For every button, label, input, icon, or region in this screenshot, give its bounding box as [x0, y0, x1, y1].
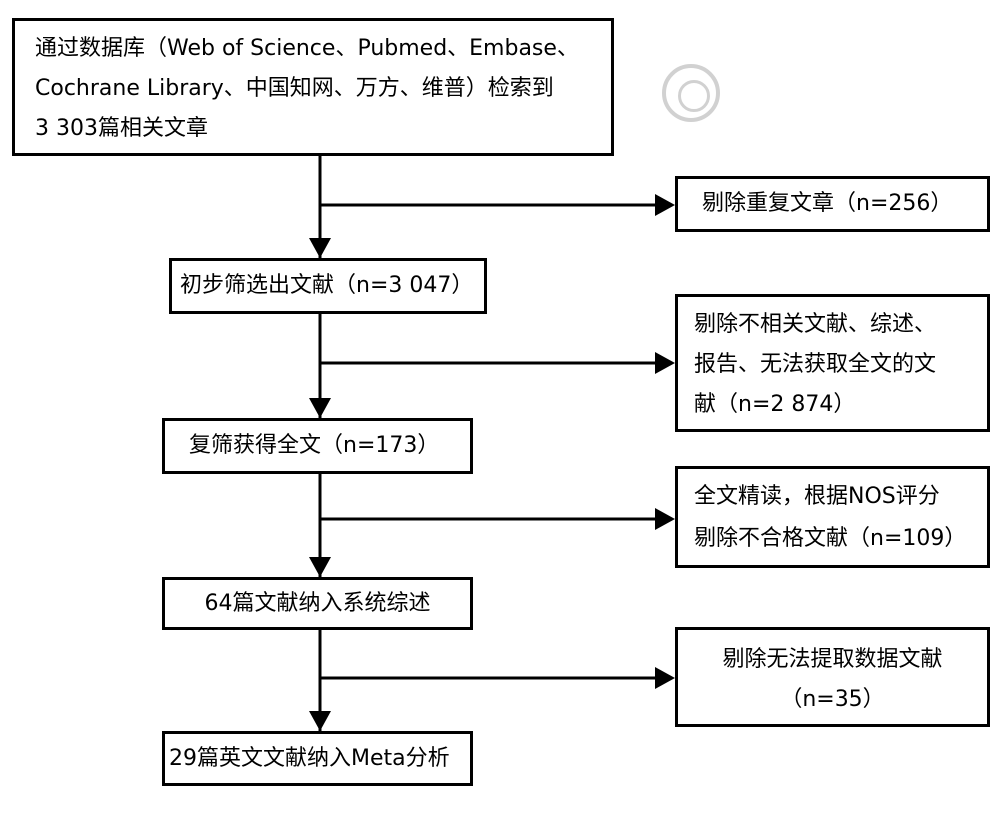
exclusion-text-line: 剔除无法提取数据文献: [722, 647, 943, 672]
rescreen-text: 复筛获得全文（n=173）: [189, 433, 440, 458]
exclusion-text-line: 剔除不相关文献、综述、: [694, 312, 937, 337]
search-results-box: 通过数据库（Web of Science、Pubmed、Embase、 Coch…: [12, 18, 614, 156]
systematic-review-box: 64篇文献纳入系统综述: [162, 577, 473, 630]
systematic-review-text: 64篇文献纳入系统综述: [204, 591, 431, 616]
exclusion-quality-box: 全文精读，根据NOS评分 剔除不合格文献（n=109）: [675, 466, 990, 568]
exclusion-no-data-box: 剔除无法提取数据文献 （n=35）: [675, 627, 990, 727]
exclusion-text-line: 剔除不合格文献（n=109）: [694, 526, 967, 551]
initial-screen-text: 初步筛选出文献（n=3 047）: [180, 273, 474, 298]
exclusion-text-line: 报告、无法获取全文的文: [694, 352, 937, 377]
exclusion-duplicates-box: 剔除重复文章（n=256）: [675, 176, 990, 232]
society-seal-icon: [662, 64, 720, 122]
exclusion-text-line: 全文精读，根据NOS评分: [694, 484, 940, 509]
rescreen-box: 复筛获得全文（n=173）: [162, 418, 473, 474]
arrowhead-down: [309, 711, 331, 731]
watermark: [662, 60, 962, 130]
meta-analysis-box: 29篇英文文献纳入Meta分析: [162, 731, 473, 786]
arrowhead-right: [655, 194, 675, 216]
search-text-line: 3 303篇相关文章: [35, 116, 208, 141]
search-text-line: 通过数据库（Web of Science、Pubmed、Embase、: [35, 36, 579, 61]
search-text-line: Cochrane Library、中国知网、万方、维普）检索到: [35, 76, 554, 101]
initial-screen-box: 初步筛选出文献（n=3 047）: [169, 258, 487, 314]
exclusion-text-line: 剔除重复文章（n=256）: [702, 191, 953, 216]
arrowhead-down: [309, 398, 331, 418]
exclusion-text-line: （n=35）: [780, 687, 885, 712]
arrowhead-right: [655, 352, 675, 374]
arrowhead-down: [309, 557, 331, 577]
arrowhead-right: [655, 667, 675, 689]
arrowhead-right: [655, 508, 675, 530]
exclusion-text-line: 献（n=2 874）: [694, 392, 856, 417]
exclusion-irrelevant-box: 剔除不相关文献、综述、 报告、无法获取全文的文 献（n=2 874）: [675, 294, 990, 432]
meta-analysis-text: 29篇英文文献纳入Meta分析: [169, 746, 450, 771]
arrowhead-down: [309, 238, 331, 258]
